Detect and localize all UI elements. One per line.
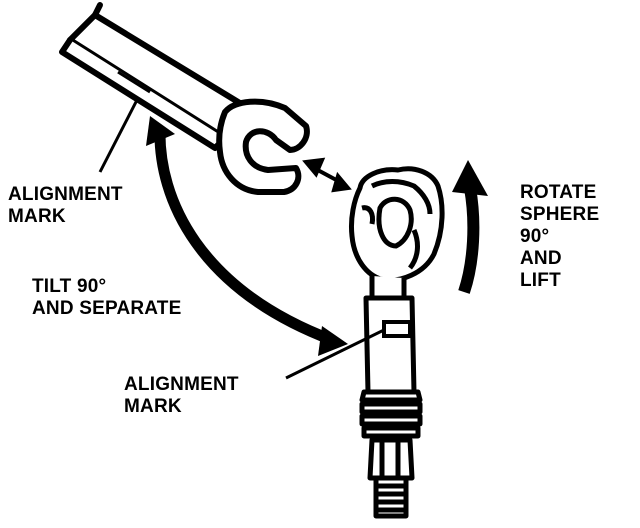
- rotate-arrow: [452, 160, 488, 294]
- lower-ball-component: [349, 166, 445, 519]
- label-line: LIFT: [520, 270, 561, 291]
- tilt-label: TILT 90° AND SEPARATE: [32, 276, 181, 320]
- label-line: TILT 90°: [32, 276, 107, 297]
- alignment-mark-label-bottom: ALIGNMENT MARK: [124, 374, 239, 418]
- leader-line-top: [98, 97, 140, 173]
- label-line: ROTATE: [520, 182, 597, 203]
- upper-lever-component: [59, 2, 310, 195]
- label-line: SPHERE: [520, 204, 600, 225]
- label-line: AND SEPARATE: [32, 298, 182, 319]
- upper-alignment-mark: [111, 70, 151, 106]
- lower-alignment-mark: [382, 320, 412, 338]
- label-line: ALIGNMENT: [124, 374, 239, 395]
- tilt-arrow: [146, 116, 348, 356]
- label-line: 90°: [520, 226, 550, 247]
- label-line: MARK: [124, 396, 182, 417]
- label-line: AND: [520, 248, 562, 269]
- leader-line-bottom: [285, 328, 385, 380]
- separation-double-arrow: [302, 157, 352, 193]
- label-line: MARK: [8, 206, 66, 227]
- rotate-label: ROTATE SPHERE 90° AND LIFT: [520, 182, 599, 292]
- alignment-mark-label-top: ALIGNMENT MARK: [8, 184, 123, 228]
- label-line: ALIGNMENT: [8, 184, 123, 205]
